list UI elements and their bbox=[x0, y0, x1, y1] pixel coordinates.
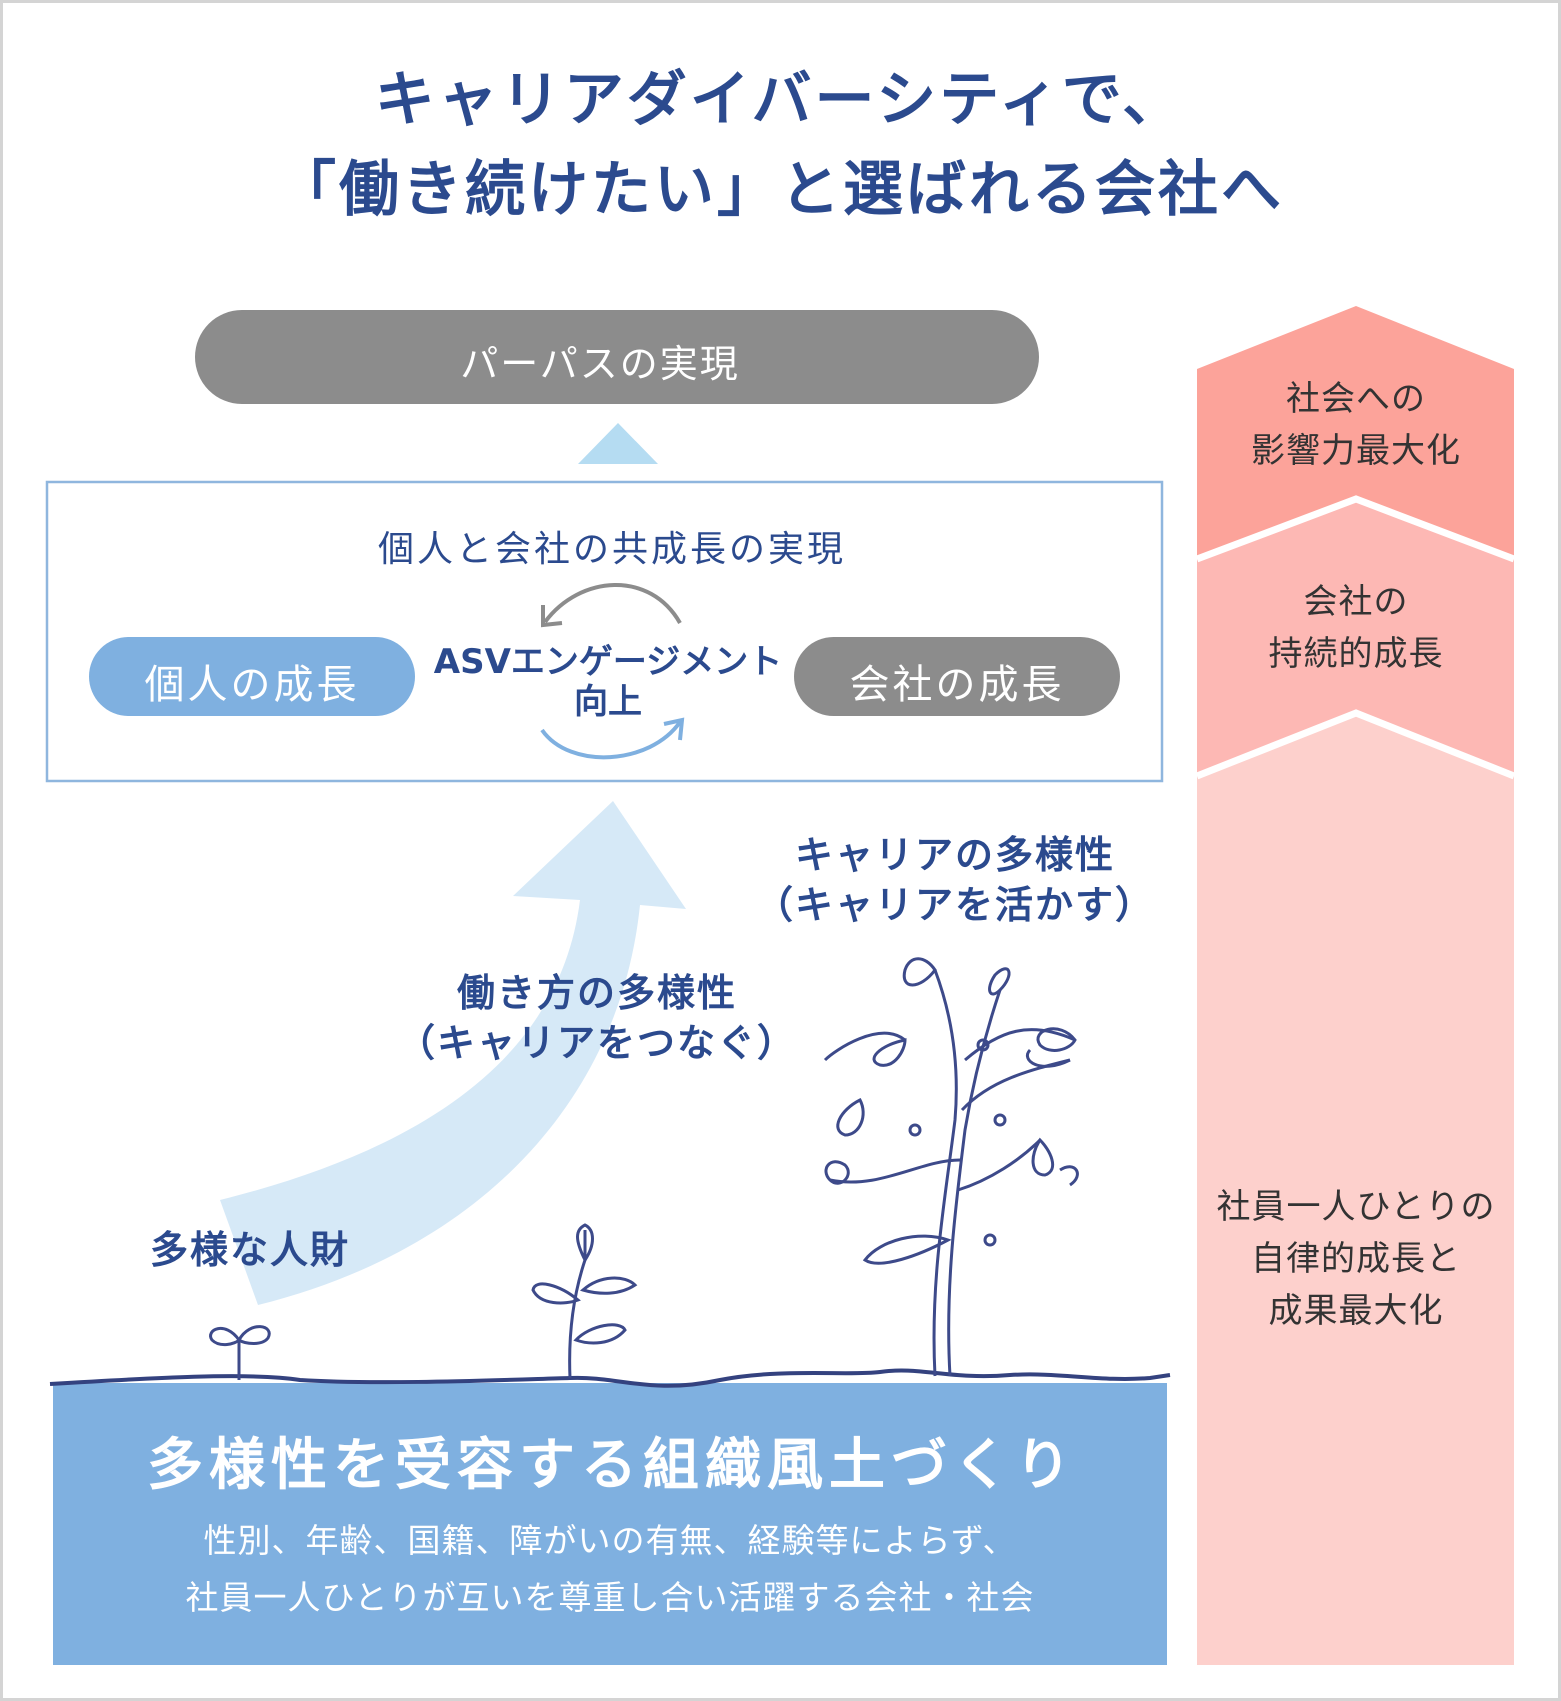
individual-growth-label: 個人の成長 bbox=[144, 662, 360, 708]
sprout-icon bbox=[209, 1325, 271, 1380]
engagement-label: ASVエンゲージメント 向上 bbox=[434, 642, 782, 722]
stage-3-line2: 自律的成長と bbox=[1250, 1239, 1461, 1279]
stage-3-shape bbox=[1197, 713, 1514, 1665]
page-title-line2: 「働き続けたい」と選ばれる会社へ bbox=[276, 155, 1284, 225]
engagement-line2: 向上 bbox=[574, 682, 642, 722]
stage-3-line3: 成果最大化 bbox=[1268, 1291, 1444, 1331]
company-growth-label: 会社の成長 bbox=[849, 662, 1065, 708]
stage-1-line1: 社会への bbox=[1286, 379, 1426, 419]
stage-divider bbox=[1195, 495, 1516, 563]
foundation-line1: 性別、年齢、国籍、障がいの有無、経験等によらず、 bbox=[203, 1521, 1017, 1560]
cycle-arrow-top-icon bbox=[543, 583, 682, 624]
stage-3-line1: 社員一人ひとりの bbox=[1216, 1187, 1496, 1227]
foundation-box bbox=[53, 1383, 1167, 1665]
tree-icon bbox=[823, 957, 1079, 1377]
stage-2-shape bbox=[1197, 499, 1514, 776]
co-growth-box bbox=[45, 480, 1164, 783]
work-diversity-sub: （キャリアをつなぐ） bbox=[396, 1021, 798, 1065]
diverse-talent-label: 多様な人財 bbox=[149, 1228, 351, 1272]
up-triangle-icon bbox=[578, 423, 658, 464]
individual-pill bbox=[89, 637, 415, 716]
stage-2-label: 会社の 持続的成長 bbox=[1269, 576, 1444, 680]
purpose-label: パーパスの実現 bbox=[460, 342, 740, 386]
stage-divider bbox=[1195, 709, 1516, 780]
career-diversity-label: キャリアの多様性 （キャリアを活かす） bbox=[755, 830, 1155, 930]
ground-line bbox=[49, 1368, 1171, 1388]
stage-1-label: 社会への 影響力最大化 bbox=[1251, 373, 1461, 477]
career-diversity-title: キャリアの多様性 bbox=[794, 833, 1116, 877]
foundation-line2: 社員一人ひとりが互いを尊重し合い活躍する会社・社会 bbox=[185, 1578, 1035, 1617]
stage-1-line2: 影響力最大化 bbox=[1251, 431, 1461, 471]
stage-1-shape bbox=[1197, 306, 1514, 559]
company-pill bbox=[794, 637, 1120, 716]
page-title-line1: キャリアダイバーシティで、 bbox=[374, 65, 1186, 135]
work-diversity-label: 働き方の多様性 （キャリアをつなぐ） bbox=[397, 968, 797, 1068]
foundation-description: 性別、年齢、国籍、障がいの有無、経験等によらず、 社員一人ひとりが互いを尊重し合… bbox=[185, 1512, 1034, 1626]
engagement-line1: ASVエンゲージメント bbox=[433, 642, 783, 682]
stage-3-label: 社員一人ひとりの 自律的成長と 成果最大化 bbox=[1217, 1181, 1496, 1337]
small-plant-icon bbox=[531, 1223, 638, 1379]
co-growth-title: 個人と会社の共成長の実現 bbox=[377, 529, 847, 570]
growth-arrow bbox=[220, 801, 686, 1305]
stage-2-line2: 持続的成長 bbox=[1268, 634, 1444, 674]
work-diversity-title: 働き方の多様性 bbox=[456, 971, 738, 1015]
cycle-arrow-bottom-icon bbox=[540, 720, 682, 760]
purpose-pill bbox=[195, 310, 1039, 404]
career-diversity-sub: （キャリアを活かす） bbox=[754, 883, 1156, 927]
stage-2-line1: 会社の bbox=[1303, 582, 1409, 622]
foundation-title: 多様性を受容する組織風土づくり bbox=[147, 1433, 1077, 1498]
